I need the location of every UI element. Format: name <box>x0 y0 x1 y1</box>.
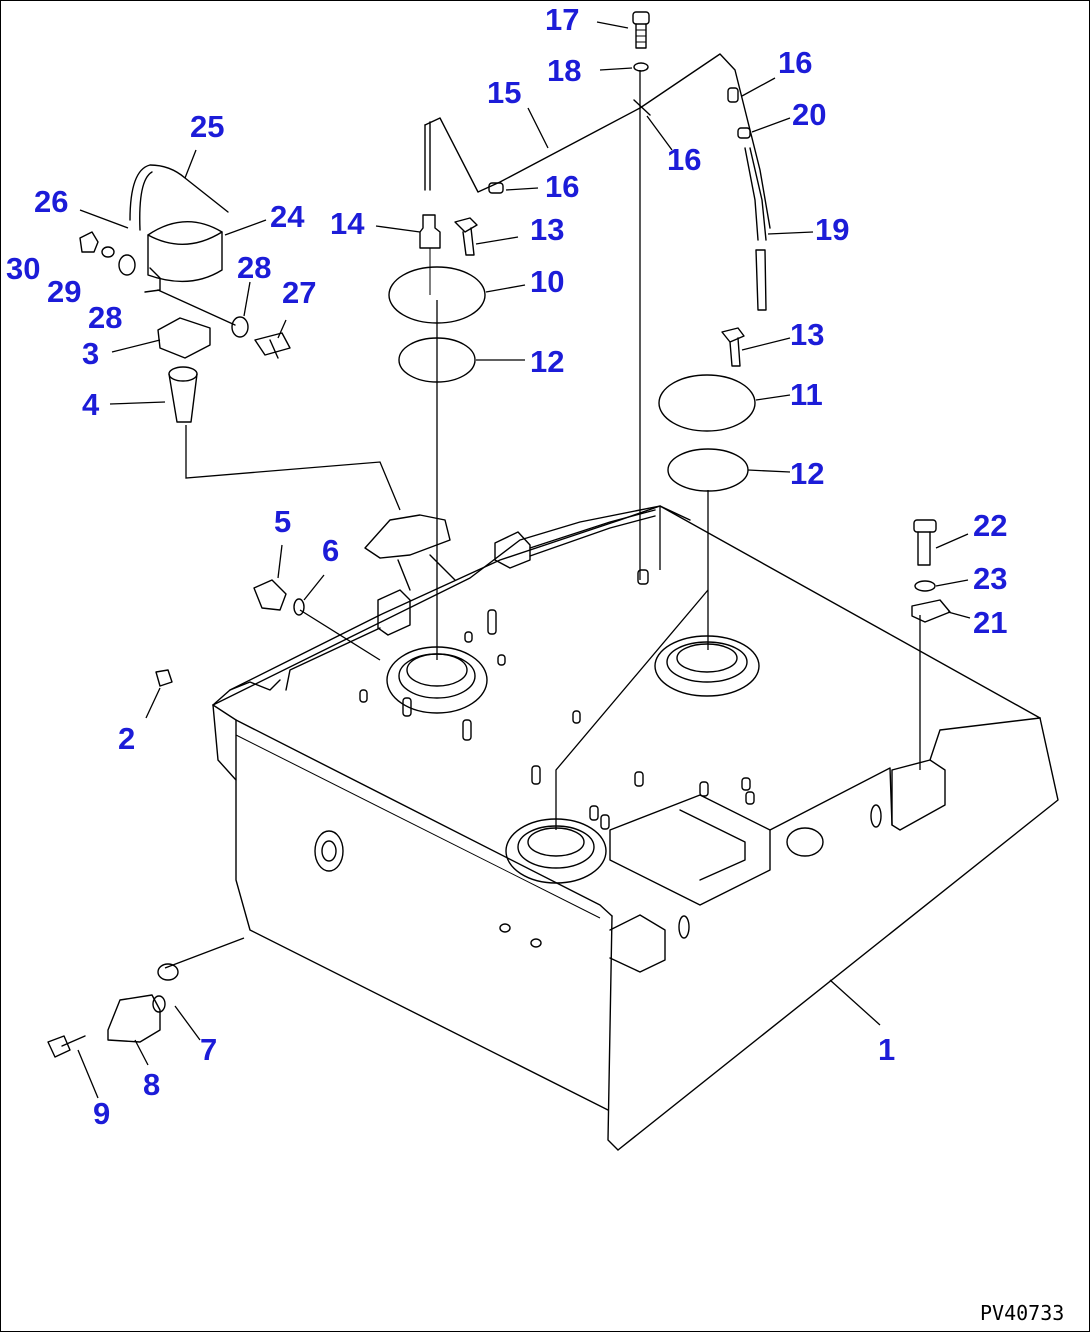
washer-29 <box>101 246 115 258</box>
gasket-12-left <box>398 337 476 383</box>
callout-3: 3 <box>82 336 99 371</box>
hose-19 <box>744 147 767 311</box>
callout-28-right: 28 <box>237 250 271 285</box>
clamp-20 <box>737 127 751 139</box>
o-ring-6 <box>293 598 305 616</box>
callout-24: 24 <box>270 199 305 234</box>
clip-16 <box>488 87 739 194</box>
gasket-12-right <box>667 448 749 492</box>
cap-24 <box>144 221 223 293</box>
bolt-27 <box>254 332 291 359</box>
washer-23 <box>914 580 936 592</box>
callout-21: 21 <box>973 605 1007 640</box>
callout-11: 11 <box>790 377 823 412</box>
washer-18 <box>633 62 649 72</box>
cap-3 <box>157 317 211 359</box>
callout-16-left: 16 <box>545 169 579 204</box>
callout-7: 7 <box>200 1032 217 1067</box>
valve-7 <box>152 963 179 1013</box>
cover-11 <box>658 374 756 432</box>
fitting-2 <box>155 669 173 687</box>
callout-6: 6 <box>322 533 339 568</box>
callout-5: 5 <box>274 504 291 539</box>
callout-2: 2 <box>118 721 135 756</box>
callout-14: 14 <box>330 206 365 241</box>
spacer-28-left <box>118 254 136 276</box>
fuel-tank <box>212 505 1059 1151</box>
callout-30: 30 <box>6 251 40 286</box>
callout-17: 17 <box>545 2 579 37</box>
callout-28-left: 28 <box>88 300 122 335</box>
leader-lines <box>77 21 971 1099</box>
spacer-28-right <box>231 316 249 338</box>
callout-29: 29 <box>47 274 81 309</box>
assembly-lines <box>164 53 921 969</box>
callout-26: 26 <box>34 184 68 219</box>
plug-5 <box>253 579 287 611</box>
callout-15: 15 <box>487 75 521 110</box>
tank-port-right <box>654 635 760 697</box>
strainer-4 <box>168 366 198 423</box>
bracket-21 <box>911 599 951 623</box>
bolt-17 <box>632 11 650 49</box>
cover-10 <box>388 266 486 324</box>
bolt-9 <box>47 1035 86 1058</box>
callout-4: 4 <box>82 387 100 422</box>
callout-18: 18 <box>547 53 581 88</box>
sender-14 <box>419 214 441 295</box>
callout-25: 25 <box>190 109 224 144</box>
callout-10: 10 <box>530 264 564 299</box>
callout-22: 22 <box>973 508 1007 543</box>
bolt-13 <box>454 217 745 367</box>
callout-12-left: 12 <box>530 344 564 379</box>
callout-27: 27 <box>282 275 316 310</box>
callout-8: 8 <box>143 1067 160 1102</box>
callout-23: 23 <box>973 561 1007 596</box>
bracket-8 <box>107 994 161 1043</box>
callout-13-right: 13 <box>790 317 824 352</box>
callout-12-right: 12 <box>790 456 824 491</box>
callout-16-top: 16 <box>778 45 812 80</box>
callout-13-top: 13 <box>530 212 564 247</box>
callout-20: 20 <box>792 97 826 132</box>
callout-9: 9 <box>93 1096 110 1131</box>
callout-16-mid: 16 <box>667 142 701 177</box>
callout-19: 19 <box>815 212 849 247</box>
drawing-code: PV40733 <box>980 1301 1064 1325</box>
callout-1: 1 <box>878 1032 895 1067</box>
callout-labels: 17 18 16 20 15 16 16 25 26 24 14 13 19 3… <box>6 2 1007 1131</box>
cable-25 <box>129 164 236 326</box>
nut-30 <box>79 231 99 253</box>
bolt-22 <box>913 519 937 566</box>
